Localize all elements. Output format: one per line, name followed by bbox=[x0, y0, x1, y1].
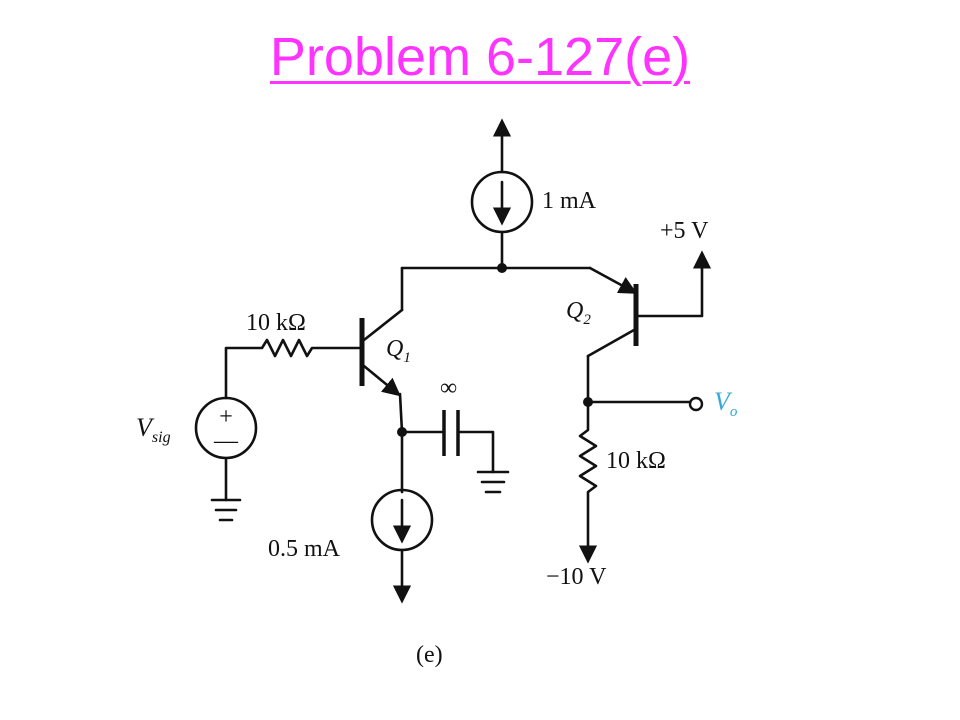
ground-icon bbox=[476, 470, 510, 494]
label-supply-pos: +5 V bbox=[660, 218, 709, 244]
label-0-5ma: 0.5 mA bbox=[268, 536, 341, 562]
label-1ma: 1 mA bbox=[542, 188, 597, 214]
signal-source: + — bbox=[194, 396, 258, 502]
capacitor bbox=[400, 410, 495, 474]
junction-dot bbox=[497, 263, 507, 273]
emitter-arrow-icon bbox=[362, 364, 401, 397]
label-capacitor: ∞ bbox=[440, 375, 457, 401]
output-terminal bbox=[688, 396, 704, 412]
label-q2: Q2 bbox=[566, 298, 591, 328]
resistor-load bbox=[578, 400, 598, 564]
page-title: Problem 6-127(e) bbox=[269, 27, 691, 87]
figure-caption: (e) bbox=[416, 642, 443, 668]
label-vo: Vo bbox=[714, 387, 738, 420]
label-q1: Q1 bbox=[386, 336, 411, 366]
label-vsig: Vsig bbox=[136, 413, 171, 446]
minus-sign: — bbox=[213, 428, 239, 454]
label-resistor-input: 10 kΩ bbox=[246, 310, 306, 336]
emitter-arrow-icon bbox=[588, 266, 638, 294]
label-supply-neg: −10 V bbox=[546, 564, 607, 590]
transistor-q1 bbox=[359, 266, 404, 434]
current-source-1ma bbox=[470, 118, 534, 270]
transistor-q2 bbox=[586, 250, 712, 404]
label-resistor-load: 10 kΩ bbox=[606, 448, 666, 474]
resistor-input bbox=[224, 338, 364, 400]
plus-sign: + bbox=[219, 404, 233, 430]
current-source-0-5ma bbox=[370, 430, 434, 604]
ground-icon bbox=[210, 498, 242, 522]
